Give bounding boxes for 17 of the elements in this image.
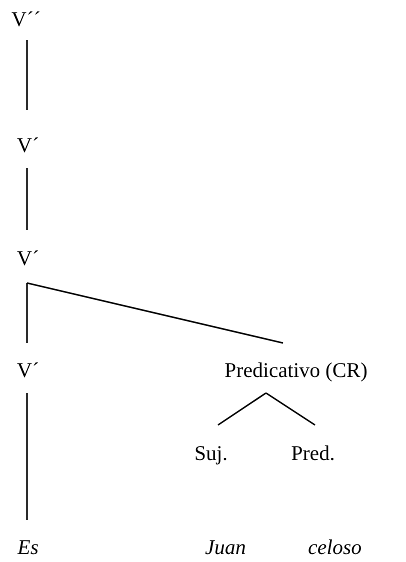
tree-node-label: Pred. (291, 440, 335, 466)
leaf-word: celoso (308, 534, 362, 560)
tree-branch (218, 392, 266, 426)
tree-branch (26, 282, 284, 344)
leaf-word: Juan (205, 534, 246, 560)
tree-branch (26, 393, 28, 520)
leaf-word: Es (18, 534, 38, 560)
tree-node-label: V´ (16, 132, 40, 158)
tree-branch (26, 40, 28, 110)
tree-branch (26, 168, 28, 230)
tree-node-label: V´ (16, 357, 40, 383)
tree-node-label: V´´ (11, 6, 41, 32)
tree-node-label: Predicativo (CR) (224, 357, 368, 383)
tree-branch (266, 392, 316, 426)
tree-node-label: V´ (16, 245, 40, 271)
tree-node-label: Suj. (194, 440, 228, 466)
tree-branch (26, 283, 28, 343)
